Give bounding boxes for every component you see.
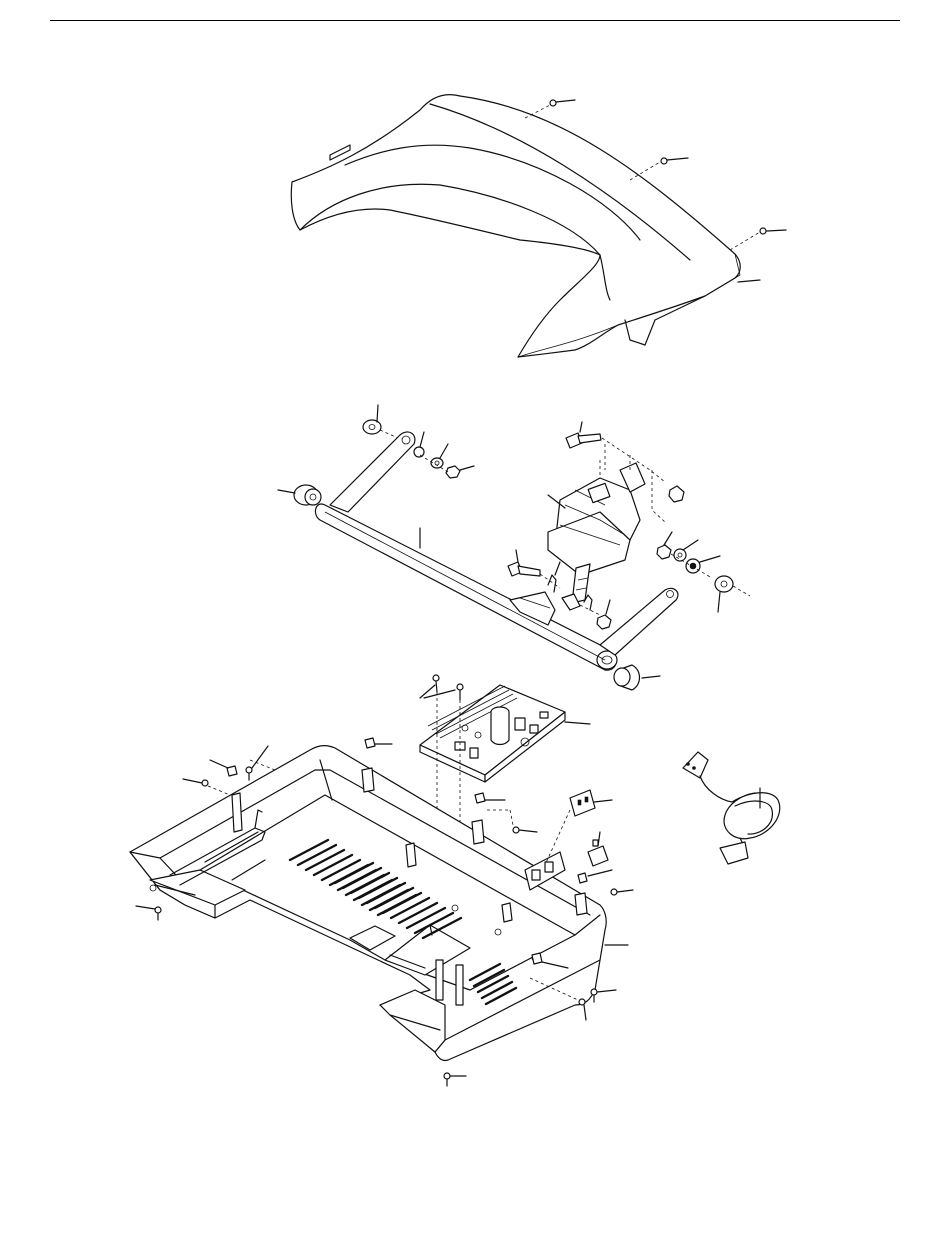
washer-right-large xyxy=(715,576,750,612)
controller-board xyxy=(420,685,590,782)
washer-upper-left xyxy=(363,405,398,438)
bushing-right xyxy=(614,665,660,690)
base-screw-bottom xyxy=(444,1073,466,1086)
nut-right-1 xyxy=(657,532,672,559)
nut-upper-right xyxy=(652,470,684,522)
incline-motor xyxy=(548,455,645,610)
base-screw-left-low xyxy=(136,906,161,920)
bushing-left xyxy=(278,485,321,505)
base-clip-nut-4 xyxy=(578,870,612,883)
base-clip-nut-2 xyxy=(475,793,505,803)
base-screw-center xyxy=(487,810,537,833)
power-cord xyxy=(683,752,780,864)
washer-small-1 xyxy=(414,432,424,457)
nut-upper-left xyxy=(420,455,474,478)
base-screw-left-mid xyxy=(183,779,230,795)
bolt-lower-motor xyxy=(508,550,560,588)
base-clip-nut-3 xyxy=(210,760,237,776)
bolt-upper-motor xyxy=(566,422,665,482)
hood-cover xyxy=(291,95,740,357)
base-clip-nut-1 xyxy=(365,738,392,748)
pin-clip-1 xyxy=(548,562,560,592)
hood-screw-3 xyxy=(730,228,786,250)
base-screw-right-2 xyxy=(591,989,616,1002)
nut-lower-center xyxy=(597,600,611,629)
hood-leader xyxy=(738,280,760,282)
circuit-breaker xyxy=(588,832,608,866)
washer-small-2 xyxy=(431,444,448,468)
motor-base-frame xyxy=(130,746,606,1061)
base-screw-right-1 xyxy=(611,889,633,895)
